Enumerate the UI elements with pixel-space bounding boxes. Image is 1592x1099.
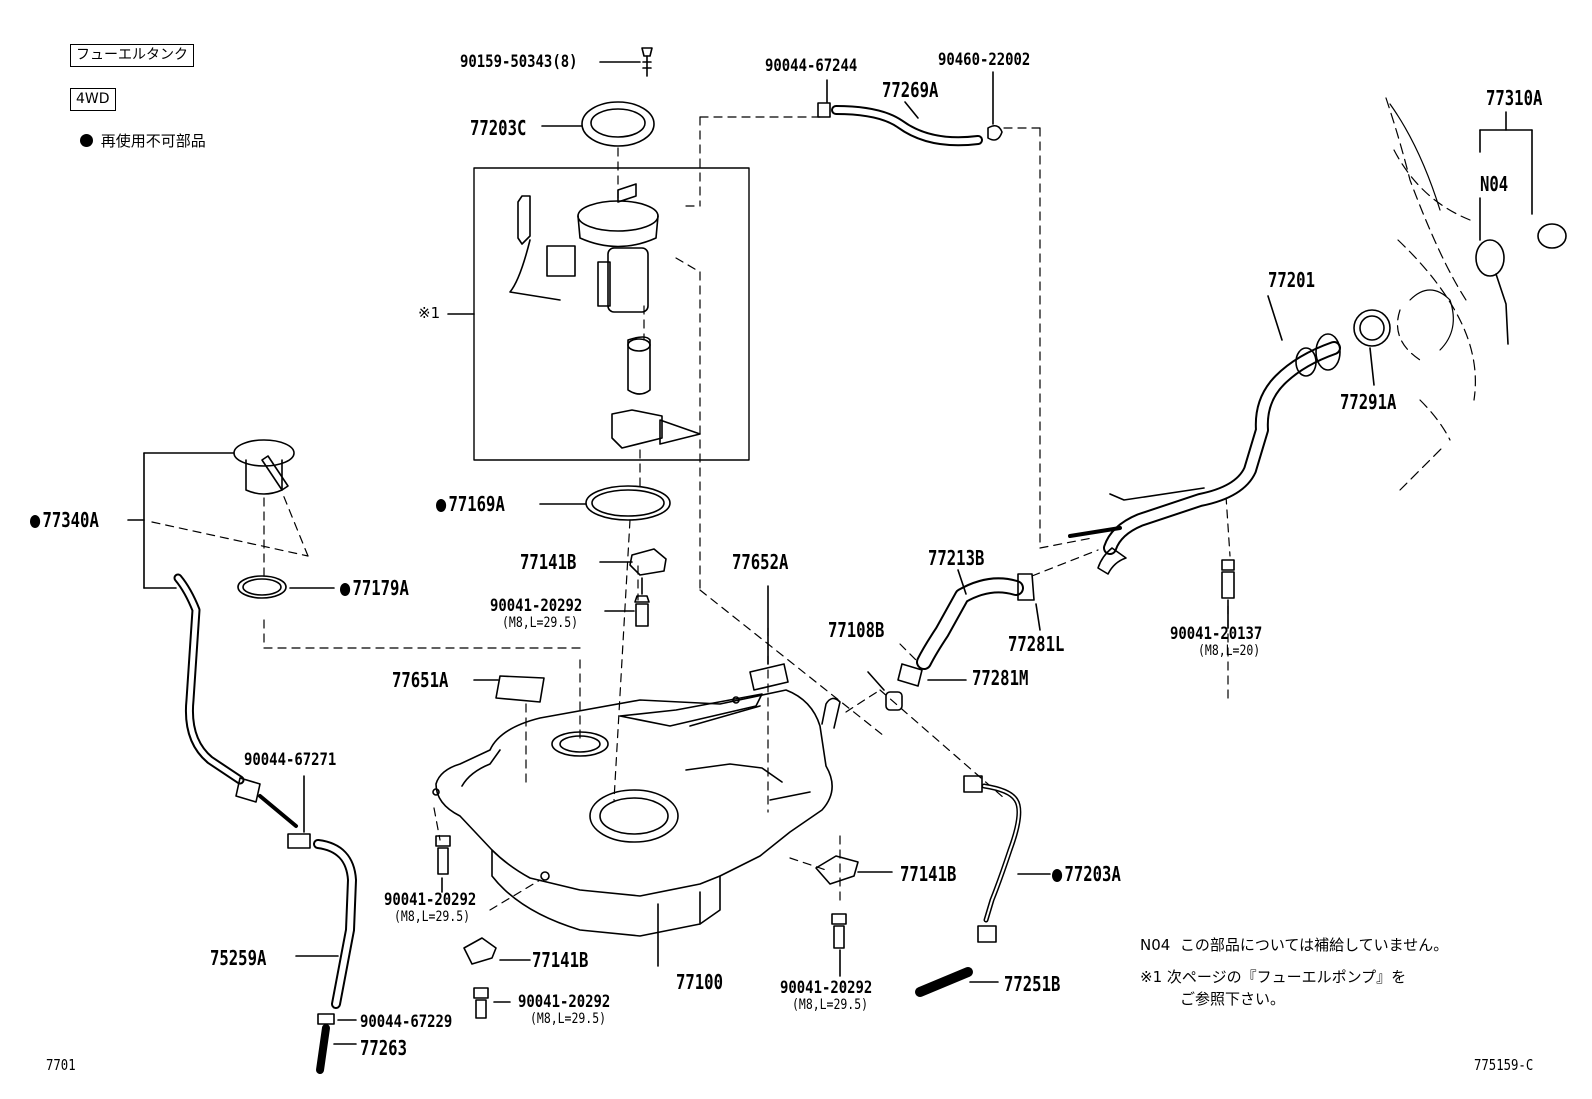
hose-77251B [915,967,999,997]
bolt-90041-20137 [1221,559,1235,629]
label-90041-right: 90041-20292 [780,978,873,998]
variant-box: 4WD [70,88,116,112]
page-code: 7701 [46,1056,76,1074]
assembly-dashed-lines [151,116,1231,911]
label-note1-ref: ※1 [418,304,441,322]
figure-code: 775159-C [1474,1056,1534,1074]
sender-77340A [127,439,295,589]
pad-77651A [473,675,545,703]
hose-77263 [316,1024,357,1074]
label-90159: 90159-50343(8) [460,52,578,72]
bolt-90041-top [604,577,650,627]
ring-77291A [1353,309,1391,386]
clamp-77281M [897,663,967,687]
fuel-tank-77100 [432,689,841,967]
note-1-key: ※1 [1140,968,1163,986]
grommet-77108B [867,671,903,711]
label-77310A: 77310A [1486,86,1543,110]
label-90460: 90460-22002 [938,50,1031,70]
label-77203C: 77203C [470,116,527,140]
hose-77269A [817,71,1003,147]
label-77269A: 77269A [882,78,939,102]
clip-90044-67229 [317,1013,357,1025]
filler-neck-77201 [1068,295,1341,575]
label-77263: 77263 [360,1036,407,1060]
label-77652A: 77652A [732,550,789,574]
note-n04-key: N04 [1140,936,1171,954]
bracket-77141B-top [599,548,667,576]
gasket-77179A [237,575,335,599]
title-box: フューエルタンク [70,44,194,68]
label-77108B: 77108B [828,618,885,642]
label-90041-top-sub: (M8,L=29.5) [502,615,579,631]
legend-text: 再使用不可部品 [100,132,206,150]
label-77201: 77201 [1268,268,1315,292]
vehicle-body-solid [1389,103,1454,351]
label-90041-left-sub: (M8,L=29.5) [394,909,471,925]
hose-75259A [287,833,357,1009]
fuel-cap-77310A [1475,111,1567,345]
screw-90159 [599,47,653,77]
label-77141B-top: 77141B [520,550,577,574]
label-75259A: 75259A [210,946,267,970]
label-77291A: 77291A [1340,390,1397,414]
label-77100: 77100 [676,970,723,994]
fuel-pump-module [509,183,701,449]
label-77340A: 77340A [30,510,99,530]
label-77141B-bottom: 77141B [532,948,589,972]
label-90044-67229: 90044-67229 [360,1012,453,1032]
fuel-tube-left [173,573,305,833]
label-90041-20137: 90041-20137 [1170,624,1263,644]
note-1: ※1 次ページの『フューエルポンプ』を [1140,970,1406,985]
bolt-90041-bottom [473,987,511,1019]
label-77141B-right: 77141B [900,862,957,886]
note-n04-text: この部品については補給していません。 [1179,936,1449,954]
note-1-text-1: 次ページの『フューエルポンプ』を [1166,968,1407,986]
label-77179A: 77179A [340,578,409,598]
label-90041-right-sub: (M8,L=29.5) [792,997,869,1013]
label-77651A: 77651A [392,668,449,692]
label-90041-left: 90041-20292 [384,890,477,910]
vehicle-body-contour [1385,97,1476,491]
label-90044-67271: 90044-67271 [244,750,337,770]
harness-77203A [963,775,1051,943]
label-77169A: 77169A [436,494,505,514]
label-90041-bottom-sub: (M8,L=29.5) [530,1011,607,1027]
label-77281L: 77281L [1008,632,1065,656]
hose-77213B [916,569,1041,670]
gasket-77169A [539,485,671,521]
label-77251B: 77251B [1004,972,1061,996]
label-90041-20137-sub: (M8,L=20) [1198,643,1261,659]
label-90044-67244: 90044-67244 [765,56,858,76]
note-n04: N04 この部品については補給していません。 [1140,938,1448,953]
label-N04: N04 [1480,172,1509,196]
non-reusable-symbol [80,134,93,147]
label-77281M: 77281M [972,666,1029,690]
label-90041-top: 90041-20292 [490,596,583,616]
bolt-90041-right [831,913,847,977]
retainer-ring-77203C [541,101,655,147]
bracket-77141B-bottom [463,937,531,965]
pad-77652A [749,585,789,691]
label-90041-bottom: 90041-20292 [518,992,611,1012]
label-77213B: 77213B [928,546,985,570]
legend: 再使用不可部品 [80,134,206,149]
note-1-text-2: ご参照下さい。 [1180,990,1286,1008]
label-77203A: 77203A [1052,864,1121,884]
bracket-77141B-right [815,855,893,885]
bolt-90041-left [435,835,451,893]
